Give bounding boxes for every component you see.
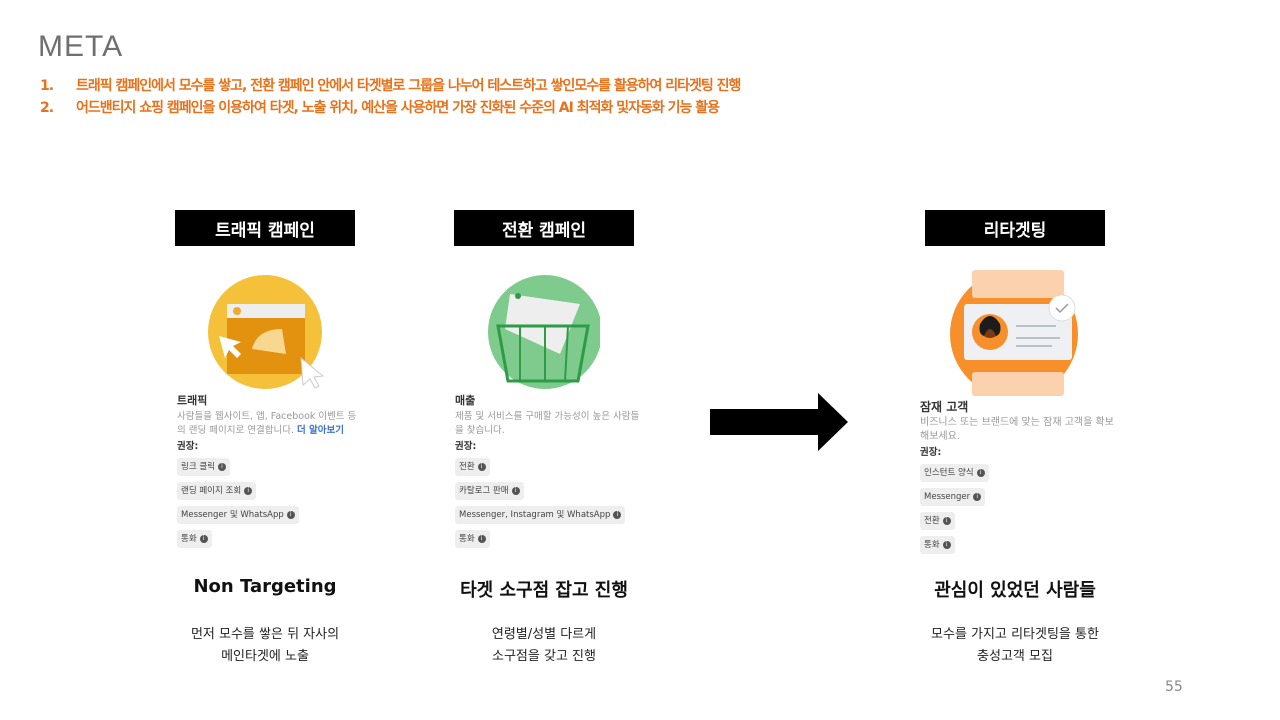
lead-illustration-icon <box>950 270 1078 396</box>
card-description: 제품 및 서비스를 구매할 가능성이 높은 사람들을 찾습니다. <box>455 411 640 436</box>
shopping-basket-illustration-icon <box>488 275 600 389</box>
heading-non-targeting: Non Targeting <box>193 576 337 597</box>
point-2: 2. 어드밴티지 쇼핑 캠페인을 이용하여 타겟, 노출 위치, 예산을 사용하면… <box>40 97 720 117</box>
right-arrow-icon <box>710 393 848 451</box>
heading-target-appeal: 타겟 소구점 잡고 진행 <box>460 580 628 601</box>
chip-label: 통화 <box>924 540 940 550</box>
chip-label: 랜딩 페이지 조회 <box>181 486 242 496</box>
learn-more-link[interactable]: 더 알아보기 <box>297 425 345 436</box>
chip-label: 링크 클릭 <box>181 462 215 472</box>
description-line: 메인타겟에 노출 <box>221 649 309 664</box>
card-title: 잠재 고객 <box>920 400 969 414</box>
traffic-illustration-icon <box>208 275 325 389</box>
description-line: 모수를 가지고 리타겟팅을 통한 <box>931 627 1099 642</box>
leads-card: 잠재 고객 비즈니스 또는 브랜드에 맞는 잠재 고객을 확보해보세요. 권장:… <box>920 268 1120 560</box>
info-icon[interactable]: i <box>244 486 253 495</box>
info-icon[interactable]: i <box>477 534 486 543</box>
chip-label: 카탈로그 판매 <box>459 486 509 496</box>
point-text: 어드밴티지 쇼핑 캠페인을 이용하여 타겟, 노출 위치, 예산을 사용하면 가… <box>76 100 720 116</box>
description-line: 연령별/성별 다르게 <box>491 627 597 642</box>
info-icon[interactable]: i <box>976 468 985 477</box>
traffic-card: 트래픽 사람들을 웹사이트, 앱, Facebook 이벤트 등의 랜딩 페이지… <box>177 274 357 554</box>
info-icon[interactable]: i <box>217 462 226 471</box>
chip-label: 전환 <box>459 462 475 472</box>
chip-label: Messenger <box>924 492 971 502</box>
description-line: 소구점을 갖고 진행 <box>492 649 596 664</box>
card-title: 매출 <box>455 394 476 407</box>
info-icon[interactable]: i <box>477 462 486 471</box>
slide-title: META <box>38 30 124 63</box>
label-retargeting: 리타겟팅 <box>925 210 1105 246</box>
recommended-label: 권장: <box>177 441 199 452</box>
label-traffic: 트래픽 캠페인 <box>175 210 355 246</box>
info-icon[interactable]: i <box>511 486 520 495</box>
point-1: 1. 트래픽 캠페인에서 모수를 쌓고, 전환 캠페인 안에서 타겟별로 그룹을 … <box>40 75 741 95</box>
chip-label: Messenger 및 WhatsApp <box>181 510 284 520</box>
label-conversion: 전환 캠페인 <box>454 210 634 246</box>
description-line: 먼저 모수를 쌓은 뒤 자사의 <box>190 627 340 642</box>
chip-label: 통화 <box>181 534 197 544</box>
point-text: 트래픽 캠페인에서 모수를 쌓고, 전환 캠페인 안에서 타겟별로 그룹을 나누… <box>76 78 741 94</box>
card-description: 사람들을 웹사이트, 앱, Facebook 이벤트 등의 랜딩 페이지로 연결… <box>177 411 357 436</box>
sales-card: 매출 제품 및 서비스를 구매할 가능성이 높은 사람들을 찾습니다. 권장: … <box>455 274 645 554</box>
recommended-label: 권장: <box>455 441 477 452</box>
card-description: 비즈니스 또는 브랜드에 맞는 잠재 고객을 확보해보세요. <box>920 417 1114 442</box>
info-icon[interactable]: i <box>286 510 295 519</box>
page-number: 55 <box>1165 679 1183 695</box>
point-number: 1. <box>40 78 54 94</box>
info-icon[interactable]: i <box>942 540 951 549</box>
info-icon[interactable]: i <box>973 492 982 501</box>
info-icon[interactable]: i <box>199 534 208 543</box>
chip-label: 전환 <box>924 516 940 526</box>
description-line: 충성고객 모집 <box>977 649 1053 664</box>
info-icon[interactable]: i <box>613 510 622 519</box>
chip-label: Messenger, Instagram 및 WhatsApp <box>459 510 611 520</box>
card-title: 트래픽 <box>177 394 208 407</box>
chip-label: 인스턴트 양식 <box>924 468 974 478</box>
chip-label: 통화 <box>459 534 475 544</box>
point-number: 2. <box>40 100 54 116</box>
heading-interested-people: 관심이 있었던 사람들 <box>934 580 1096 601</box>
info-icon[interactable]: i <box>942 516 951 525</box>
recommended-label: 권장: <box>920 447 942 458</box>
